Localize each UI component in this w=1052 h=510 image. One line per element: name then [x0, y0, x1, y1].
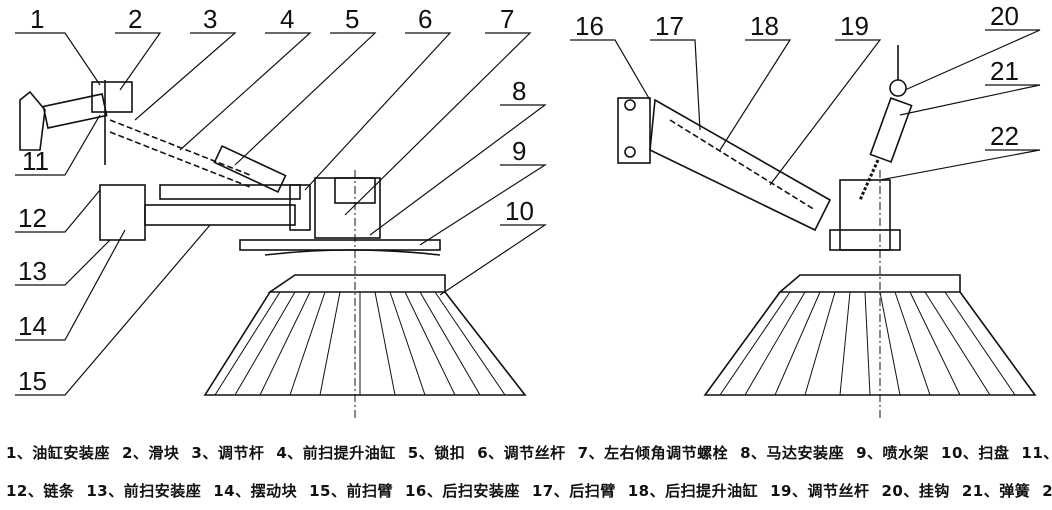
callout-3: 3 — [203, 4, 217, 34]
legend-row-1: 1、油缸安装座 2、滑块 3、调节杆 4、前扫提升油缸 5、锁扣 6、调节丝杆 7、左右倾角… — [6, 442, 1052, 463]
legend-row-2: 12、链条 13、前扫安装座 14、摆动块 15、前扫臂 16、后扫安装座 17、后扫臂 1… — [6, 480, 1052, 501]
callout-14: 14 — [18, 311, 47, 341]
legend-item: 5、锁扣 — [407, 444, 466, 462]
legend-item: 9、喷水架 — [856, 444, 930, 462]
callout-16: 16 — [575, 11, 604, 41]
legend-item: 17、后扫臂 — [531, 482, 616, 500]
callout-6: 6 — [418, 4, 432, 34]
callout-1: 1 — [30, 4, 44, 34]
callout-21: 21 — [990, 56, 1019, 86]
legend-item: 12、链条 — [6, 482, 75, 500]
legend-item: 20、挂钩 — [881, 482, 950, 500]
legend-item: 7、左右倾角调节螺栓 — [577, 444, 729, 462]
legend-item: 19、调节丝杆 — [770, 482, 870, 500]
legend-item: 1、油缸安装座 — [6, 444, 110, 462]
callout-11: 11 — [22, 146, 49, 176]
legend-item: 4、前扫提升油缸 — [276, 444, 396, 462]
legend-item: 11、弹簧 — [1021, 444, 1052, 462]
callout-17: 17 — [655, 11, 684, 41]
leader-lines — [15, 29, 1041, 396]
callout-5: 5 — [345, 4, 359, 34]
callout-4: 4 — [280, 4, 294, 34]
callout-22: 22 — [990, 121, 1019, 151]
legend-item: 8、马达安装座 — [740, 444, 845, 462]
callout-numbers: 1 2 3 4 5 6 7 8 9 10 11 12 13 14 15 16 1… — [18, 1, 1019, 396]
callout-18: 18 — [750, 11, 779, 41]
legend-item: 13、前扫安装座 — [86, 482, 202, 500]
callout-7: 7 — [500, 4, 514, 34]
callout-2: 2 — [128, 4, 142, 34]
legend-item: 2、滑块 — [121, 444, 180, 462]
legend-item: 14、摆动块 — [213, 482, 298, 500]
legend-item: 15、前扫臂 — [309, 482, 393, 500]
legend-item: 3、调节杆 — [191, 444, 265, 462]
legend-item: 16、后扫安装座 — [405, 482, 520, 500]
front-sweeper-assembly — [19, 80, 527, 420]
mechanical-drawing: 1 2 3 4 5 6 7 8 9 10 11 12 13 14 15 16 1… — [15, 1, 1041, 420]
callout-8: 8 — [512, 76, 526, 106]
callout-13: 13 — [18, 256, 47, 286]
callout-12: 12 — [18, 203, 47, 233]
rear-sweeper-assembly — [617, 45, 1037, 420]
callout-20: 20 — [990, 1, 1019, 31]
callout-10: 10 — [505, 196, 534, 226]
legend-item: 22、链条 — [1042, 482, 1052, 500]
legend-item: 21、弹簧 — [961, 482, 1031, 500]
legend-item: 6、调节丝杆 — [477, 444, 566, 462]
legend-item: 10、扫盘 — [941, 444, 1010, 462]
callout-19: 19 — [840, 11, 869, 41]
callout-9: 9 — [512, 136, 526, 166]
callout-15: 15 — [18, 366, 47, 396]
legend-item: 18、后扫提升油缸 — [627, 482, 759, 500]
